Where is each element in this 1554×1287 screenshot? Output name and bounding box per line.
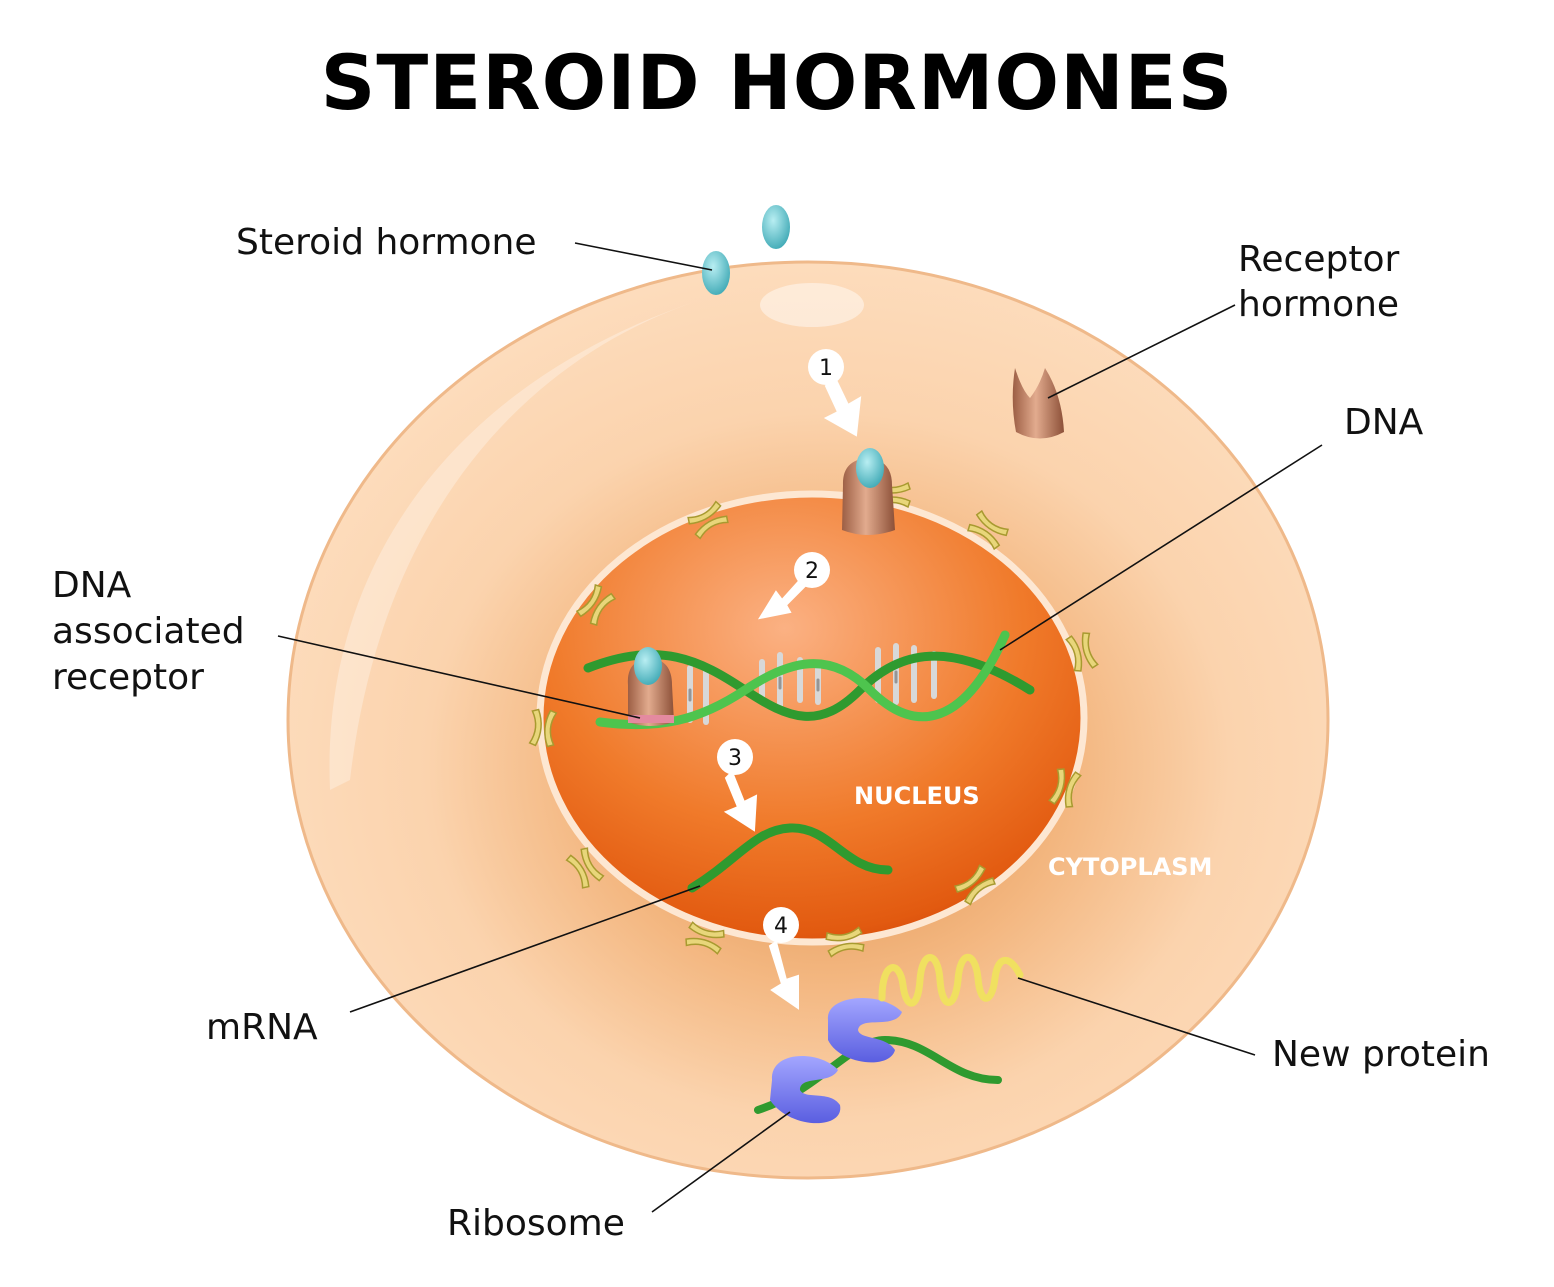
label-dna-associated-line2: associated [52,611,245,652]
label-ribosome: Ribosome [447,1203,625,1244]
label-dna: DNA [1344,402,1424,443]
leader-ribosome [651,1111,791,1213]
ribosome [770,1056,841,1124]
diagram-title: STEROID HORMONES [320,38,1234,127]
nuclear-pore [687,500,729,540]
label-receptor-hormone-line1: Receptor [1238,239,1400,280]
leader-new-protein [1017,977,1256,1056]
arrow-step-2 [757,578,808,620]
leader-dna-associated-receptor [277,635,641,719]
cell-highlight [329,300,700,790]
nuclear-pore [1065,632,1099,672]
nuclear-pore [953,864,997,906]
mrna-strand-cytoplasm [754,1035,1002,1114]
label-receptor-hormone-line2: hormone [1238,284,1400,325]
leader-steroid-hormone [574,242,713,271]
cell-gloss [760,283,864,327]
step-markers: 1 2 3 4 [717,349,844,943]
hormone-receptor-complex [842,448,895,535]
step-arrows [723,378,862,1010]
dna-double-helix [583,630,1035,730]
ribosome-secondary [827,998,902,1063]
step-marker-1 [808,349,844,385]
dna-associated-receptor [627,647,674,726]
label-nucleus: NUCLEUS [854,782,980,810]
nuclear-pore [685,921,725,955]
steroid-hormone-molecule [762,205,790,249]
label-cytoplasm: CYTOPLASM [1048,853,1213,881]
label-mrna: mRNA [206,1007,318,1048]
step-number-1: 1 [819,356,833,381]
nuclear-pore [575,584,617,626]
mrna-strand [687,823,893,893]
steroid-hormone-molecule [702,251,730,295]
leader-dna [999,444,1323,651]
receptor-hormone [1012,368,1064,439]
leader-mrna [349,885,701,1013]
label-dna-associated-line3: receptor [52,657,204,698]
step-marker-2 [794,552,830,588]
nuclear-pores [528,481,1099,958]
step-marker-4 [763,907,799,943]
arrow-step-1 [823,378,862,437]
arrow-step-4 [768,940,799,1010]
label-dna-associated-line1: DNA [52,565,132,606]
nuclear-pore [1048,768,1082,808]
step-number-2: 2 [805,559,819,584]
nuclear-pore [825,926,865,958]
nuclear-pore [528,708,558,748]
nuclear-pore [967,509,1009,551]
arrow-step-3 [723,770,758,832]
step-marker-3 [717,739,753,775]
nuclear-pore [565,847,605,889]
leader-receptor-hormone [1047,304,1236,399]
label-new-protein: New protein [1272,1034,1490,1075]
label-steroid-hormone: Steroid hormone [236,222,537,263]
step-number-4: 4 [774,914,788,939]
new-protein-chain [878,953,1024,1007]
leader-lines [277,242,1323,1213]
step-number-3: 3 [728,746,742,771]
